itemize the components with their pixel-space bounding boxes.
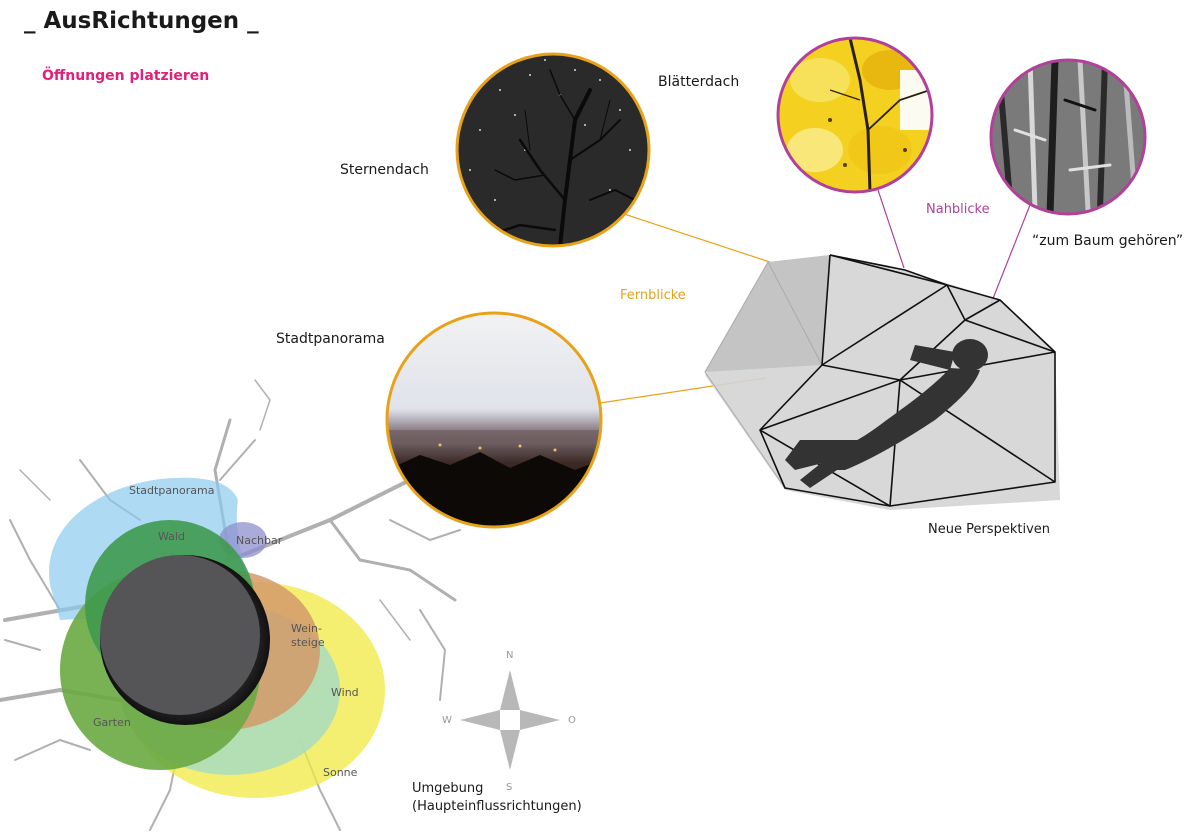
map-label-nachbar: Nachbar — [236, 534, 283, 547]
image-blaetterdach — [776, 36, 934, 194]
map-label-sonne: Sonne — [323, 766, 358, 779]
label-nahblicke: Nahblicke — [926, 202, 990, 217]
label-stadtpanorama: Stadtpanorama — [276, 331, 385, 347]
stars — [469, 59, 631, 201]
line-baum — [989, 204, 1031, 307]
compass-n: N — [506, 650, 514, 661]
map-label-wind: Wind — [331, 686, 359, 699]
compass-w: W — [442, 715, 452, 726]
image-stadtpanorama — [385, 311, 603, 529]
label-neue-perspektiven: Neue Perspektiven — [928, 522, 1051, 537]
person-silhouette — [785, 339, 988, 488]
page-subtitle: Öffnungen platzieren — [42, 68, 210, 84]
image-sternendach — [455, 52, 651, 248]
line-sternendach — [611, 209, 789, 269]
legend-line-2: (Haupteinflussrichtungen) — [412, 799, 582, 814]
influence-map — [49, 477, 385, 798]
map-label-garten: Garten — [93, 716, 131, 729]
page-title: _ AusRichtungen _ — [24, 8, 259, 34]
label-sternendach: Sternendach — [340, 162, 429, 178]
legend-line-1: Umgebung — [412, 781, 484, 796]
compass-s: S — [506, 782, 513, 793]
line-blaetterdach — [877, 189, 905, 269]
compass-o: O — [568, 715, 576, 726]
compass-rose — [460, 670, 560, 770]
map-label-wald: Wald — [158, 530, 185, 543]
label-zum-baum: “zum Baum gehören” — [1032, 233, 1184, 249]
pod-frame — [759, 254, 1056, 507]
image-baumrinde — [989, 58, 1147, 216]
label-fernblicke: Fernblicke — [620, 288, 686, 303]
map-label-weinsteige-2: steige — [291, 636, 325, 649]
label-blaetterdach: Blätterdach — [658, 74, 740, 90]
geodesic-pod — [704, 254, 1060, 510]
compass-center — [502, 712, 518, 728]
map-label-stadtpanorama: Stadtpanorama — [129, 484, 215, 497]
map-label-weinsteige-1: Wein- — [291, 622, 322, 635]
